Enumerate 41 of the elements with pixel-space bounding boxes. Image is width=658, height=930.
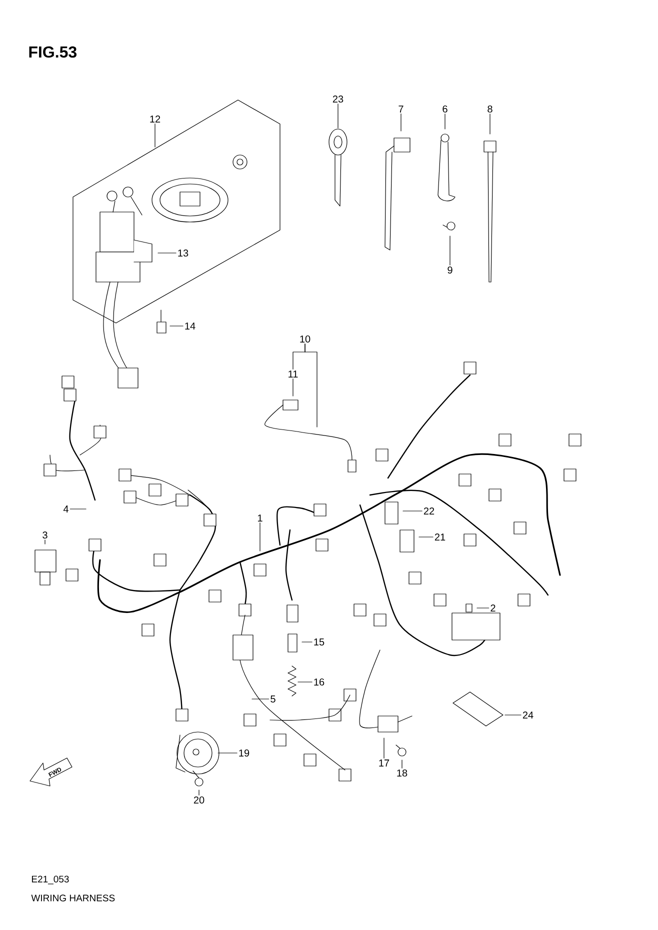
callout-number: 22: [424, 508, 434, 514]
leader-line: [158, 252, 176, 254]
callout-number: 18: [397, 769, 408, 777]
figure-title: FIG.53: [29, 46, 77, 58]
callout-number: 8: [488, 105, 492, 113]
leader-line: [292, 378, 294, 396]
callout-number: 10: [300, 335, 310, 343]
leader-line: [304, 344, 318, 428]
callout-number: 17: [379, 760, 390, 766]
callout-number: 16: [314, 678, 324, 686]
leader-line: [252, 698, 270, 700]
callout-number: 12: [150, 116, 160, 122]
callout-number: 9: [448, 266, 452, 274]
callout-number: 11: [288, 370, 298, 378]
figure-caption: WIRING HARNESS: [31, 894, 115, 902]
callout-number: 23: [332, 95, 344, 103]
leader-line: [400, 114, 402, 132]
callout-number: 1: [258, 514, 262, 522]
leader-line: [70, 508, 86, 510]
leader-line: [44, 540, 46, 544]
leader-line: [218, 752, 238, 754]
callout-number: 13: [178, 249, 188, 257]
callout-number: 15: [314, 638, 324, 646]
leader-line: [444, 114, 446, 130]
drawing-code: E21_053: [32, 876, 69, 884]
callout-number: 20: [194, 796, 204, 804]
callout-number: 2: [490, 604, 496, 612]
callout-number: 14: [185, 322, 196, 330]
callout-number: 24: [522, 712, 534, 718]
callout-number: 5: [270, 696, 276, 702]
callout-number: 21: [434, 534, 446, 540]
callout-number: 3: [42, 531, 48, 539]
callout-number: 4: [63, 506, 68, 512]
leader-line: [198, 790, 200, 796]
leader-line: [504, 714, 522, 716]
leader-line: [402, 510, 422, 512]
leader-line: [154, 124, 156, 148]
leader-line: [418, 536, 434, 538]
callout-number: 19: [239, 749, 250, 757]
callout-number: 7: [398, 106, 404, 112]
callout-number: 6: [442, 105, 448, 113]
